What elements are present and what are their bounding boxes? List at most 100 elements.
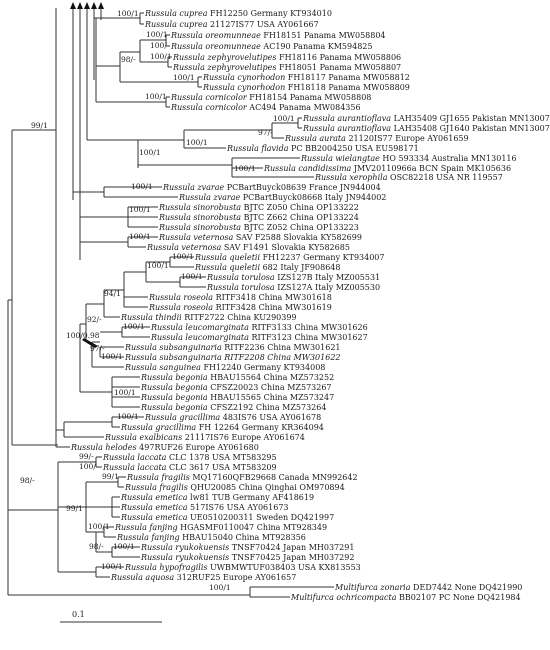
support-value: 99/1 <box>66 504 83 513</box>
taxon-species-name: Russula emetica <box>120 503 188 512</box>
support-value: 100/1 <box>114 388 136 397</box>
taxon-label: Russula begonia HBAU15564 China MZ573252 <box>140 373 334 382</box>
taxon-label: Russula ryukokuensis TNSF70424 Japan MH0… <box>140 543 354 552</box>
taxon-species-name: Russula cornicolor <box>170 93 248 102</box>
taxon-specimen-info: DED7442 None DQ421990 <box>411 583 523 592</box>
taxon-label: Russula cynorhodon FH18118 Panama MW0588… <box>202 83 410 92</box>
support-value: 100/1 <box>234 164 256 173</box>
taxon-species-name: Russula leucomarginata <box>150 323 249 332</box>
taxon-label: Russula gracillima 483IS76 USA AY061678 <box>144 413 321 422</box>
taxon-species-name: Russula xerophila <box>314 173 388 182</box>
taxon-species-name: Russula zvarae <box>162 183 225 192</box>
support-value: 97/- <box>90 344 105 353</box>
taxon-label: Russula aquosa 312RUF25 Europe AY061657 <box>110 573 296 582</box>
support-values: 100/1100/1100/-98/-100/1100/1100/199/110… <box>20 9 295 592</box>
taxon-specimen-info: CLC 3617 USA MT583209 <box>166 463 276 472</box>
taxon-specimen-info: FH18151 Panama MW058804 <box>261 31 386 40</box>
taxon-species-name: Russula fanjing <box>114 523 178 532</box>
support-value: 100/0.98 <box>66 331 100 340</box>
arrow-head <box>84 2 90 9</box>
taxon-specimen-info: TNSF70425 Japan MH037292 <box>229 553 354 562</box>
taxon-species-name: Russula leucomarginata <box>150 333 249 342</box>
taxon-specimen-info: 21127IS77 USA AY061667 <box>208 20 319 29</box>
taxon-specimen-info: CLC 1378 USA MT583295 <box>166 453 276 462</box>
taxon-specimen-info: FH18051 Panama MW058807 <box>277 63 402 72</box>
taxon-species-name: Russula thindii <box>120 313 182 322</box>
taxon-label: Russula candidissima JMV20110966a BCN Sp… <box>263 164 511 173</box>
support-value: 100/1 <box>209 583 231 592</box>
taxon-labels: Russula cuprea FH12250 Germany KT934010R… <box>70 9 550 602</box>
taxon-label: Russula thindii RITF2722 China KU290399 <box>120 313 297 322</box>
taxon-label: Russula roseola RITF3418 China MW301618 <box>148 293 332 302</box>
taxon-specimen-info: UWBMWTUF038403 USA KX813553 <box>207 563 360 572</box>
taxon-specimen-info: FH18118 Panama MW058809 <box>285 83 410 92</box>
taxon-species-name: Russula begonia <box>140 383 208 392</box>
taxon-label: Russula fanjing HGASMF0110047 China MT92… <box>114 523 327 532</box>
taxon-specimen-info: QHU20085 China Qinghai OM970894 <box>188 483 345 492</box>
taxon-label: Russula cuprea FH12250 Germany KT934010 <box>144 9 332 18</box>
support-value: 97/- <box>258 128 273 137</box>
taxon-label: Russula emetica UE0510200311 Sweden DQ42… <box>120 513 334 522</box>
taxon-specimen-info: RITF3123 China MW301627 <box>249 333 368 342</box>
taxon-label: Russula xerophila OSC82218 USA NR 119557 <box>314 173 503 182</box>
taxon-specimen-info: SAV F1491 Slovakia KY582685 <box>221 243 350 252</box>
taxon-species-name: Russula ryukokuensis <box>140 543 229 552</box>
taxon-species-name: Russula queletii <box>194 253 260 262</box>
taxon-species-name: Russula oreomunneae <box>170 42 261 51</box>
taxon-specimen-info: AC494 Panama MW084356 <box>247 103 361 112</box>
taxon-label: Multifurca zonaria DED7442 None DQ421990 <box>334 583 522 592</box>
taxon-label: Russula emetica 517IS76 USA AY061673 <box>120 503 289 512</box>
taxon-label: Russula leucomarginata RITF3133 China MW… <box>150 323 368 332</box>
taxon-label: Russula sinorobusta BJTC Z662 China OP13… <box>158 213 359 222</box>
taxon-species-name: Russula queletii <box>194 263 260 272</box>
support-value: 100/1 <box>181 272 203 281</box>
taxon-species-name: Russula roseola <box>148 303 213 312</box>
taxon-specimen-info: HGASMF0110047 China MT928349 <box>178 523 327 532</box>
taxon-species-name: Russula cynorhodon <box>202 73 285 82</box>
support-value: 100/1 <box>113 542 135 551</box>
taxon-specimen-info: SAV F2588 Slovakia KY582699 <box>233 233 362 242</box>
taxon-specimen-info: AC190 Panama KM594825 <box>261 42 373 51</box>
taxon-specimen-info: HBAU15040 China MT928356 <box>180 533 306 542</box>
support-value: 94/1 <box>104 289 121 298</box>
taxon-label: Russula oreomunneae FH18151 Panama MW058… <box>170 31 386 40</box>
support-value: 98/- <box>89 542 104 551</box>
taxon-specimen-info: TNSF70424 Japan MH037291 <box>229 543 354 552</box>
taxon-label: Russula subsanguinaria RITF2236 China MW… <box>124 343 341 352</box>
taxon-label: Russula sinorobusta BJTC Z052 China OP13… <box>158 223 359 232</box>
taxon-label: Russula cuprea 21127IS77 USA AY061667 <box>144 20 319 29</box>
taxon-specimen-info: CFSZ2192 China MZ573264 <box>208 403 327 412</box>
taxon-label: Russula zvarae PCBartBuyck08639 France J… <box>162 183 381 192</box>
taxon-species-name: Russula torulosa <box>206 283 275 292</box>
taxon-specimen-info: PC BB2004250 USA EU598171 <box>288 144 418 153</box>
taxon-specimen-info: LAH35408 GJ1640 Pakistan MN130070 <box>391 124 550 133</box>
taxon-species-name: Russula ryukokuensis <box>140 553 229 562</box>
taxon-specimen-info: FH12250 Germany KT934010 <box>208 9 332 18</box>
taxon-specimen-info: PCBartBuyck08668 Italy JN944002 <box>240 193 386 202</box>
taxon-species-name: Russula sanguinea <box>124 363 201 372</box>
taxon-species-name: Russula gracillima <box>120 423 196 432</box>
taxon-label: Multifurca ochricompacta BB02107 PC None… <box>290 593 521 602</box>
taxon-species-name: Russula flavida <box>226 144 289 153</box>
taxon-species-name: Russula sinorobusta <box>158 213 241 222</box>
taxon-specimen-info: BB02107 PC None DQ421984 <box>396 593 520 602</box>
support-value: 100/1 <box>172 252 194 261</box>
taxon-species-name: Russula subsanguinaria <box>124 353 222 362</box>
taxon-label: Russula fragilis MQ17160QFB29668 Canada … <box>126 473 358 482</box>
taxon-specimen-info: CFSZ20023 China MZ573267 <box>208 383 332 392</box>
taxon-species-name: Russula hypofragilis <box>124 563 207 572</box>
support-value: 99/1 <box>102 472 119 481</box>
taxon-label: Russula flavida PC BB2004250 USA EU59817… <box>226 144 419 153</box>
taxon-species-name: Russula cuprea <box>144 9 208 18</box>
taxon-specimen-info: RITF2236 China MW301621 <box>222 343 341 352</box>
taxon-specimen-info: BJTC Z050 China OP133222 <box>241 203 359 212</box>
truncated-branch-arrows <box>70 2 104 348</box>
taxon-label: Russula zephyrovelutipes FH18116 Panama … <box>172 53 401 62</box>
taxon-specimen-info: FH18154 Panama MW058808 <box>247 93 372 102</box>
taxon-specimen-info: IZS127A Italy MZ005530 <box>275 283 380 292</box>
taxon-label: Russula helodes 497RUF26 Europe AY061680 <box>70 443 259 452</box>
taxon-specimen-info: 483IS76 USA AY061678 <box>220 413 321 422</box>
taxon-label: Russula fanjing HBAU15040 China MT928356 <box>116 533 306 542</box>
taxon-specimen-info: RITF2208 China MW301622 <box>222 353 341 362</box>
